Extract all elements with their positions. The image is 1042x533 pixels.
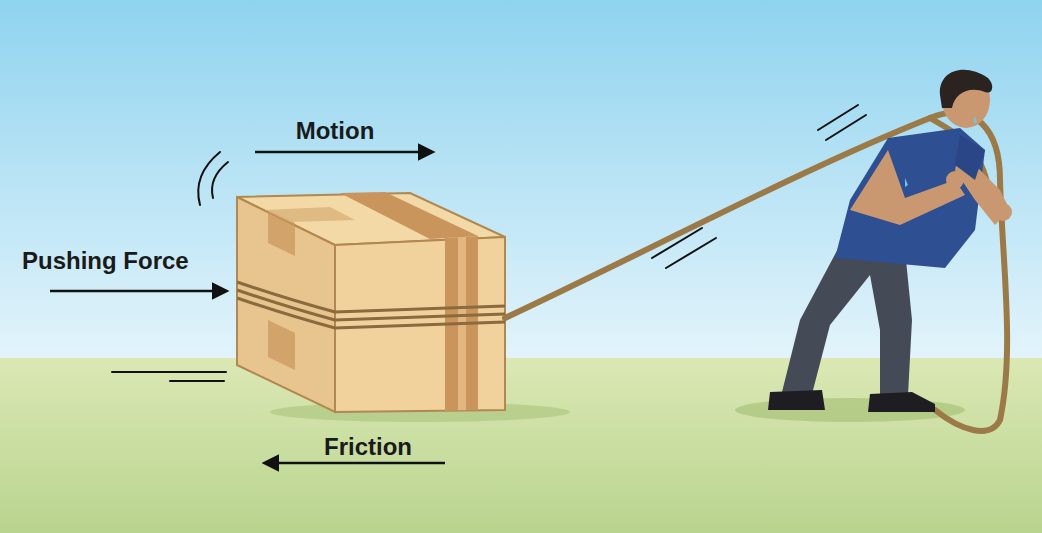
- man-pulling: [768, 70, 1012, 412]
- pushing-force-arrow: [50, 290, 226, 293]
- motion-lines: [112, 105, 866, 381]
- force-label: Pushing Force: [22, 248, 189, 274]
- rope-wrap: [237, 282, 505, 328]
- rope: [505, 113, 1007, 431]
- friction-arrow: [265, 462, 445, 465]
- cardboard-box: [237, 192, 505, 412]
- force-label: Friction: [324, 434, 412, 460]
- motion-arrow: [255, 151, 432, 154]
- force-label: Motion: [296, 118, 375, 144]
